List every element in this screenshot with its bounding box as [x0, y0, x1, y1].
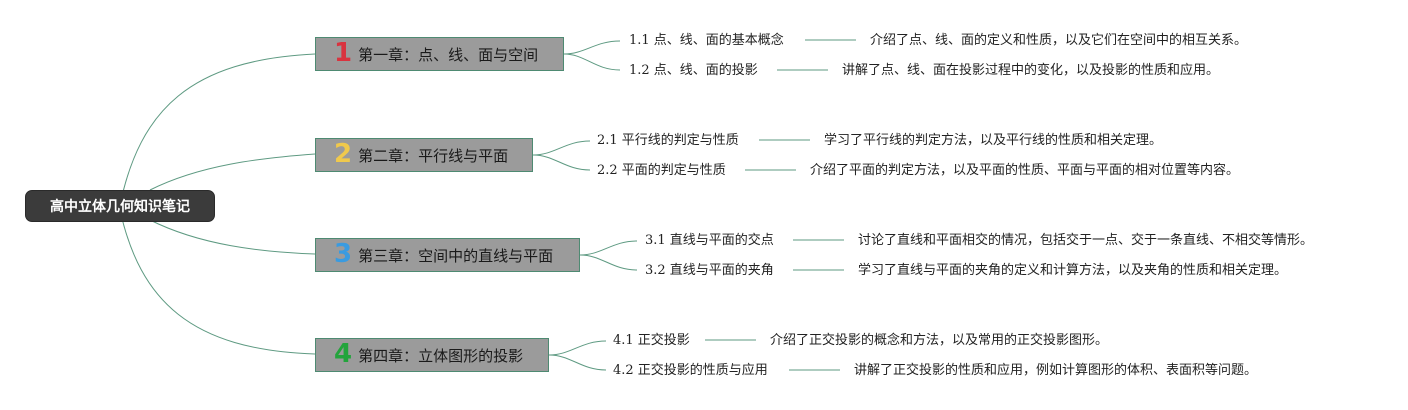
topic-4-1[interactable]: 4.1 正交投影: [613, 333, 690, 348]
topic-3-1[interactable]: 3.1 直线与平面的交点: [645, 233, 774, 248]
topic-2-2[interactable]: 2.2 平面的判定与性质: [597, 163, 726, 178]
root-title: 高中立体几何知识笔记: [50, 199, 190, 215]
topic-desc-3-1: 讨论了直线和平面相交的情况，包括交于一点、交于一条直线、不相交等情形。: [858, 233, 1314, 248]
chapter4-topic1-link: [548, 340, 607, 356]
topic-desc-2-2: 介绍了平面的判定方法，以及平面的性质、平面与平面的相对位置等内容。: [810, 163, 1240, 178]
topic-1-1[interactable]: 1.1 点、线、面的基本概念: [629, 33, 784, 48]
topic-2-1[interactable]: 2.1 平行线的判定与性质: [597, 133, 739, 148]
chapter3-topic2-link: [579, 254, 638, 271]
chapter-title-3: 第三章：空间中的直线与平面: [358, 246, 554, 265]
topic-desc-4-1: 介绍了正交投影的概念和方法，以及常用的正交投影图形。: [770, 333, 1109, 348]
chapter1-topic1-link: [563, 40, 621, 55]
root-link-1: [119, 53, 316, 206]
chapter-node-2[interactable]: 2 第二章：平行线与平面: [315, 138, 533, 172]
chapter-node-1[interactable]: 1 第一章：点、线、面与空间: [315, 37, 564, 71]
chapter4-topic2-link: [548, 354, 607, 371]
topic-desc-2-1: 学习了平行线的判定方法，以及平行线的性质和相关定理。: [824, 133, 1163, 148]
root-link-2: [149, 153, 316, 191]
topic-1-2[interactable]: 1.2 点、线、面的投影: [629, 63, 758, 78]
chapter-title-4: 第四章：立体图形的投影: [358, 346, 524, 365]
chapter-number-3: 3: [334, 239, 353, 269]
root-node[interactable]: 高中立体几何知识笔记: [25, 190, 215, 222]
topic-4-2[interactable]: 4.2 正交投影的性质与应用: [613, 363, 768, 378]
topic-desc-1-2: 讲解了点、线、面在投影过程中的变化，以及投影的性质和应用。: [842, 63, 1220, 78]
topic-desc-4-2: 讲解了正交投影的性质和应用，例如计算图形的体积、表面积等问题。: [854, 363, 1258, 378]
chapter-number-2: 2: [334, 139, 353, 169]
chapter2-topic1-link: [532, 140, 591, 156]
root-link-3: [149, 219, 316, 255]
chapter2-topic2-link: [532, 154, 591, 171]
chapter-node-4[interactable]: 4 第四章：立体图形的投影: [315, 338, 549, 372]
chapter-title-1: 第一章：点、线、面与空间: [358, 45, 539, 64]
chapter-node-3[interactable]: 3 第三章：空间中的直线与平面: [315, 238, 580, 272]
topic-3-2[interactable]: 3.2 直线与平面的夹角: [645, 263, 774, 278]
chapter3-topic1-link: [579, 240, 638, 256]
root-link-4: [119, 209, 316, 355]
chapter1-topic2-link: [563, 53, 621, 71]
topic-desc-1-1: 介绍了点、线、面的定义和性质，以及它们在空间中的相互关系。: [870, 33, 1248, 48]
chapter-title-2: 第二章：平行线与平面: [358, 146, 509, 165]
chapter-number-1: 1: [334, 38, 353, 68]
topic-desc-3-2: 学习了直线与平面的夹角的定义和计算方法，以及夹角的性质和相关定理。: [858, 263, 1288, 278]
chapter-number-4: 4: [334, 339, 353, 369]
